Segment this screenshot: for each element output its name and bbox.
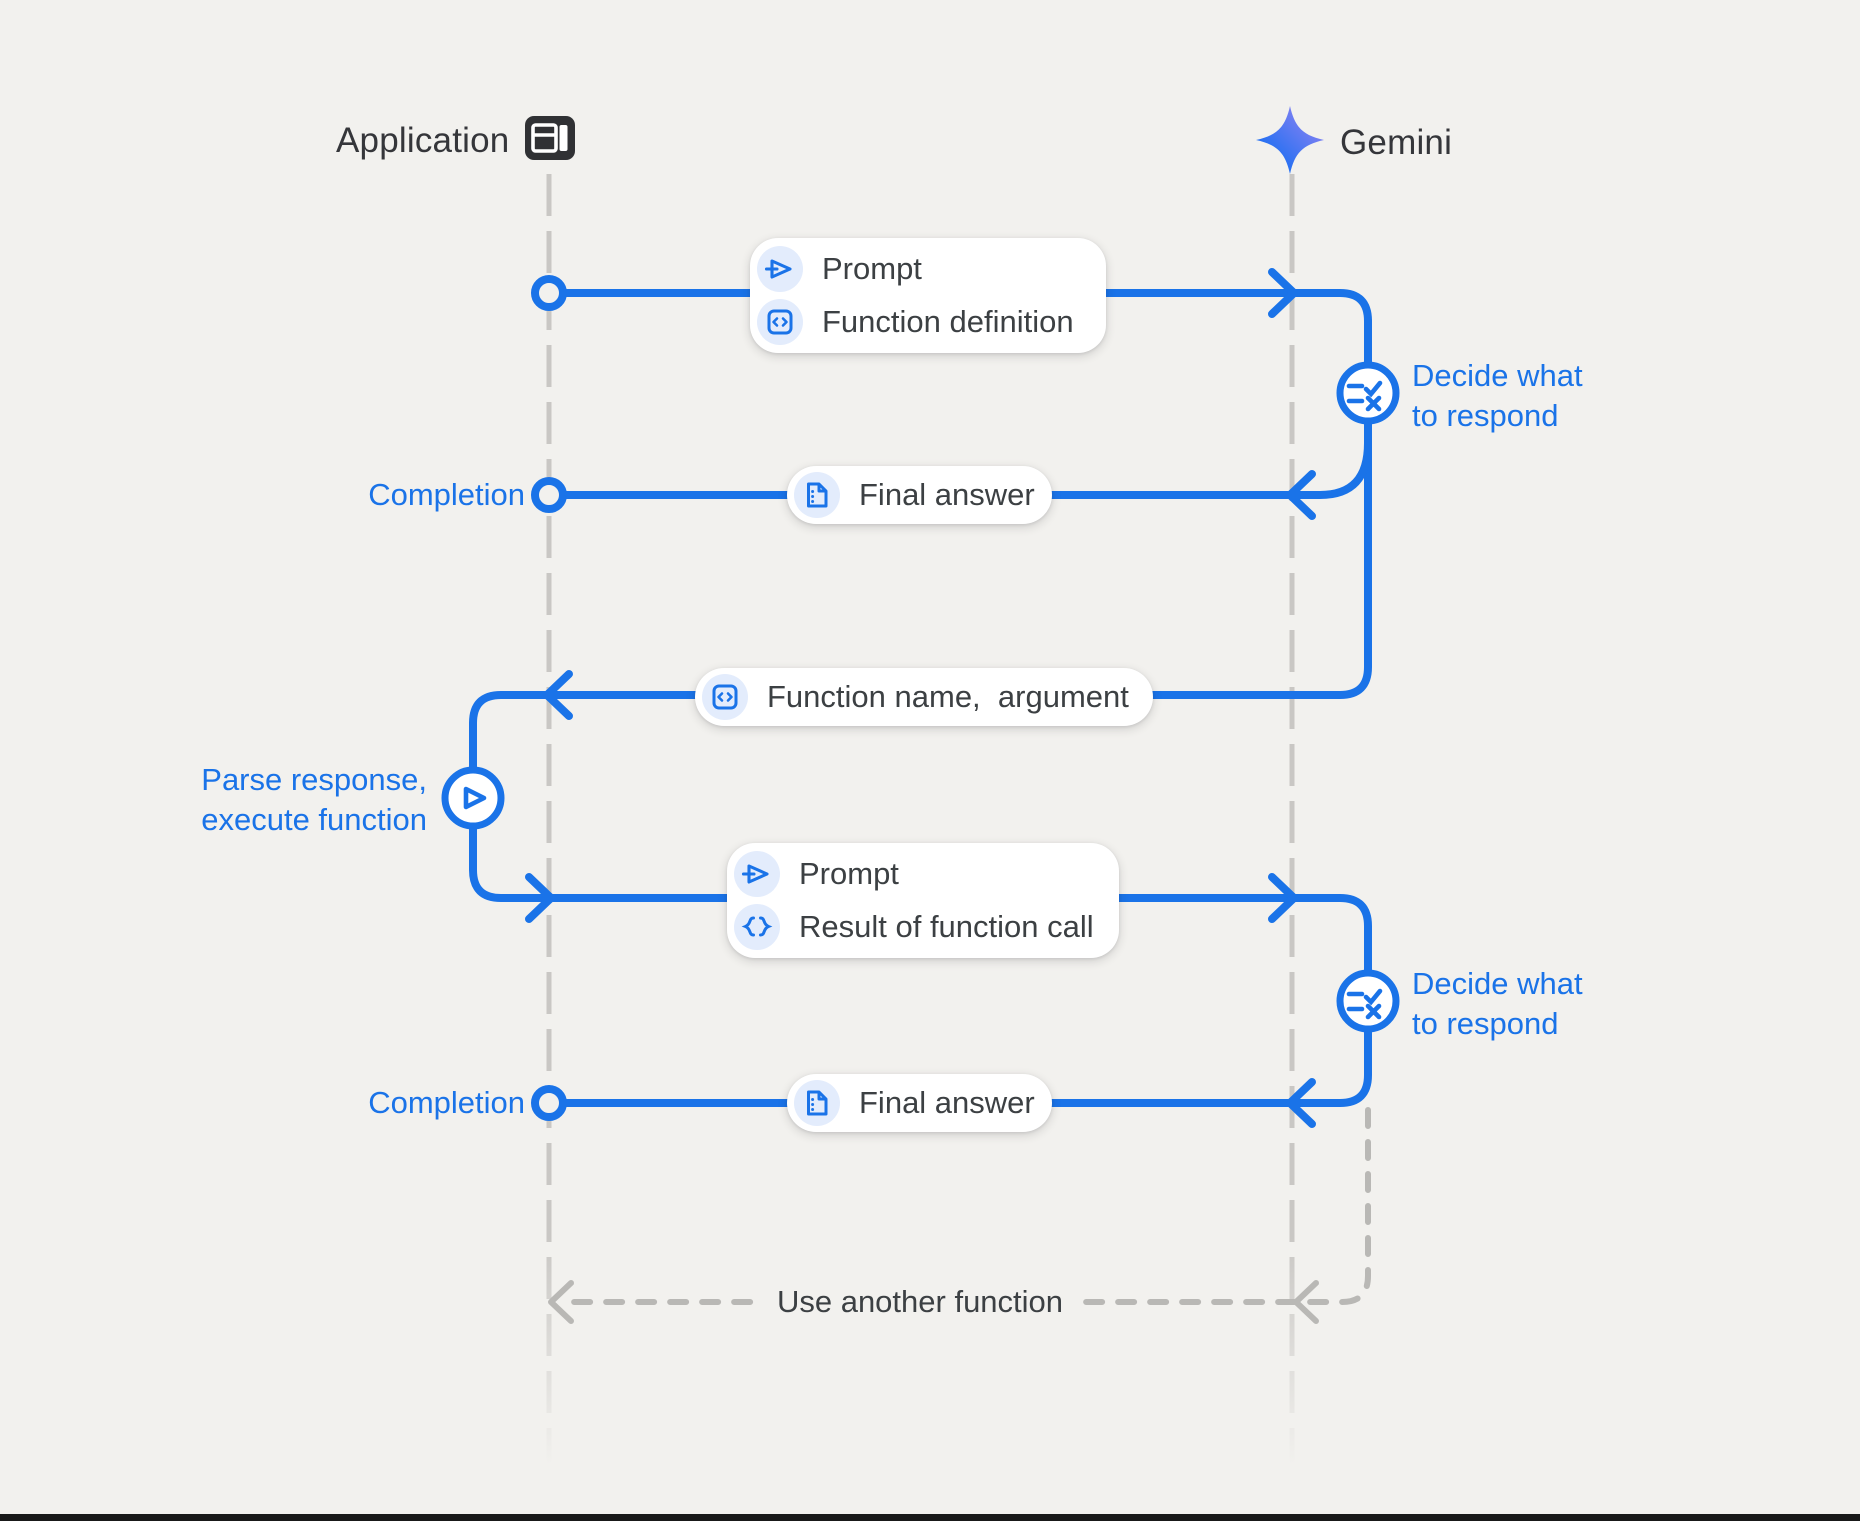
flow-use-another-function-line [557, 1107, 1371, 1305]
document-icon [794, 1080, 840, 1126]
parse-execute-line: Parse response, [201, 762, 427, 797]
application-title: Application [336, 120, 510, 160]
arrowhead-right-prompt-2-start [525, 873, 555, 923]
braces-icon [734, 904, 780, 951]
parse-execute-line: execute function [201, 802, 427, 837]
gemini-title: Gemini [1340, 122, 1453, 162]
decide-label-line: to respond [1412, 1006, 1559, 1041]
message-final-answer-2: Final answer [787, 1074, 1052, 1132]
message-final-answer-1: Final answer [787, 466, 1052, 524]
arrowhead-left-function-name [543, 670, 573, 720]
arrowhead-right-prompt-2 [1268, 873, 1298, 923]
flow-final-answer-1-line [545, 439, 1372, 499]
decide-node-1 [1336, 361, 1400, 425]
completion-label-2: Completion [368, 1085, 525, 1120]
message-prompt-function-definition: Prompt Function definition [750, 238, 1106, 353]
document-icon [794, 472, 840, 518]
decide-label-line: to respond [1412, 398, 1559, 433]
arrowhead-left-final-answer-2 [1286, 1078, 1316, 1128]
decide-label-line: Decide what [1412, 358, 1583, 393]
app-window-icon [525, 116, 576, 165]
play-icon [463, 786, 487, 810]
decide-node-2 [1336, 969, 1400, 1033]
completion-label-1: Completion [368, 477, 525, 512]
message-label: Final answer [859, 477, 1035, 512]
arrowhead-left-use-another-gemini [1293, 1280, 1319, 1324]
use-another-function-label: Use another function [756, 1284, 1084, 1320]
decide-label-line: Decide what [1412, 966, 1583, 1001]
arrowhead-right-prompt-1 [1268, 268, 1298, 318]
message-prompt-result: Prompt Result of function call [727, 843, 1119, 958]
message-label: Final answer [859, 1085, 1035, 1120]
flow-prompt-1-line [545, 289, 1372, 325]
bottom-edge-bar [0, 1514, 1860, 1521]
code-block-icon [702, 674, 748, 720]
message-label: Function definition [822, 304, 1074, 340]
decide-label-1: Decide what to respond [1412, 356, 1583, 436]
completion-node-2 [531, 1085, 567, 1121]
parse-execute-label: Parse response, execute function [201, 760, 427, 840]
send-icon [757, 245, 803, 292]
decide-icon [1346, 988, 1383, 1020]
message-label: Prompt [822, 250, 922, 286]
actor-application: Application [336, 116, 576, 165]
start-node-prompt-1 [531, 275, 567, 311]
arrowhead-left-use-another-app [548, 1280, 574, 1324]
gemini-star-icon [1256, 106, 1324, 179]
execute-node [441, 766, 505, 830]
code-block-icon [757, 299, 803, 346]
actor-gemini: Gemini [1256, 106, 1452, 179]
completion-node-1 [531, 477, 567, 513]
arrowhead-left-final-answer-1 [1286, 470, 1316, 520]
message-label: Prompt [799, 855, 899, 891]
message-label: Result of function call [799, 909, 1094, 945]
message-function-name-argument: Function name, argument [695, 668, 1153, 726]
message-label: Function name, argument [767, 679, 1129, 714]
send-icon [734, 850, 780, 897]
flow-function-loop-line [469, 317, 1372, 1107]
decide-label-2: Decide what to respond [1412, 964, 1583, 1044]
decide-icon [1346, 380, 1383, 412]
